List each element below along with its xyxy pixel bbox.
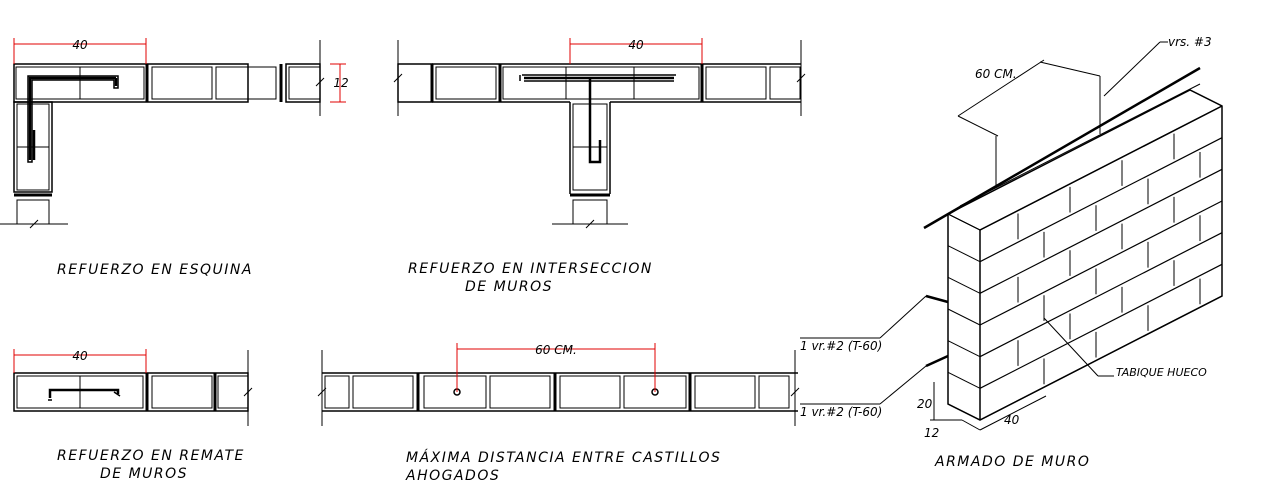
wall-dim-thickness: 12 — [924, 426, 939, 440]
wall-label-bar-lower: 1 vr.#2 (T-60) — [800, 405, 882, 419]
end-caption-line1: REFUERZO EN REMATE — [57, 448, 245, 464]
detail-corner: 40 12 REFUERZO EN ESQUINA — [0, 38, 349, 278]
corner-caption: REFUERZO EN ESQUINA — [57, 262, 253, 278]
end-dim-length: 40 — [72, 349, 88, 363]
corner-dim-thickness: 12 — [333, 76, 348, 90]
detail-wall: 60 CM. vrs. #3 1 vr.#2 (T-60) 1 vr.#2 (T… — [800, 35, 1223, 470]
intersection-caption-line2: DE MUROS — [465, 279, 553, 295]
wall-label-top-bar: vrs. #3 — [1168, 35, 1212, 49]
wall-label-block: TABIQUE HUECO — [1116, 366, 1207, 379]
wall-dim-height: 20 — [917, 397, 933, 411]
detail-spacing: 60 CM. MÁXIMA DISTANCIA ENTRE CASTILLOS … — [317, 343, 800, 484]
intersection-dim-length: 40 — [628, 38, 644, 52]
wall-caption: ARMADO DE MURO — [934, 454, 1090, 470]
wall-dim-length: 40 — [1004, 413, 1020, 427]
wall-dim-width: 60 CM. — [975, 67, 1017, 81]
spacing-dim: 60 CM. — [535, 343, 577, 357]
intersection-caption-line1: REFUERZO EN INTERSECCION — [408, 261, 653, 277]
wall-label-bar-upper: 1 vr.#2 (T-60) — [800, 339, 882, 353]
corner-dim-length: 40 — [72, 38, 88, 52]
end-caption-line2: DE MUROS — [100, 466, 188, 482]
spacing-caption-line2: AHOGADOS — [405, 468, 500, 484]
spacing-caption-line1: MÁXIMA DISTANCIA ENTRE CASTILLOS — [406, 449, 721, 466]
detail-intersection: 40 REFUERZO EN INTERSECCION DE MUROS — [393, 38, 806, 295]
detail-end: 40 REFUERZO EN REMATE DE MUROS — [13, 349, 253, 482]
